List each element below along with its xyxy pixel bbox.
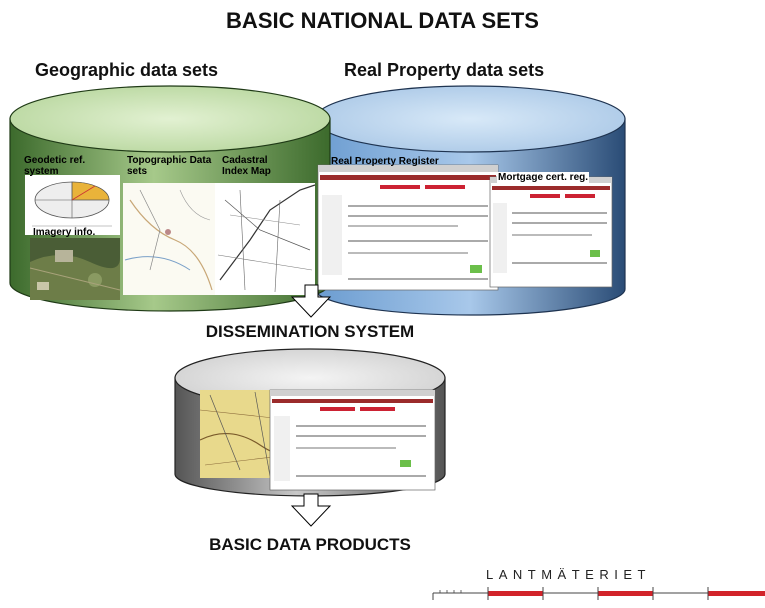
page-title: BASIC NATIONAL DATA SETS <box>226 8 539 33</box>
mortgage-label: Mortgage cert. reg. <box>497 172 590 183</box>
property-register-screenshot <box>317 164 499 291</box>
mortgage-register-screenshot <box>489 176 613 288</box>
arrow-down-2 <box>290 493 332 527</box>
topographic-label: Topographic Data sets <box>127 155 212 177</box>
products-title: BASIC DATA PRODUCTS <box>209 535 411 554</box>
topographic-map-image <box>123 183 215 295</box>
register-label: Real Property Register <box>331 156 439 167</box>
imagery-label: Imagery info. <box>33 227 96 238</box>
dissemination-screenshot <box>269 389 436 491</box>
brand-ruler <box>432 587 765 600</box>
real-property-heading: Real Property data sets <box>344 60 545 80</box>
dissemination-title: DISSEMINATION SYSTEM <box>205 322 415 341</box>
imagery-photo <box>29 238 121 300</box>
arrow-down-1 <box>290 284 332 318</box>
geodetic-label: Geodetic ref. system <box>24 155 86 177</box>
cadastral-map-image <box>215 183 316 295</box>
geographic-heading: Geographic data sets <box>35 60 219 80</box>
geodetic-globe-image <box>25 175 120 235</box>
cadastral-label: Cadastral Index Map <box>222 155 271 177</box>
brand-logo-text: LANTMÄTERIET <box>486 567 651 582</box>
